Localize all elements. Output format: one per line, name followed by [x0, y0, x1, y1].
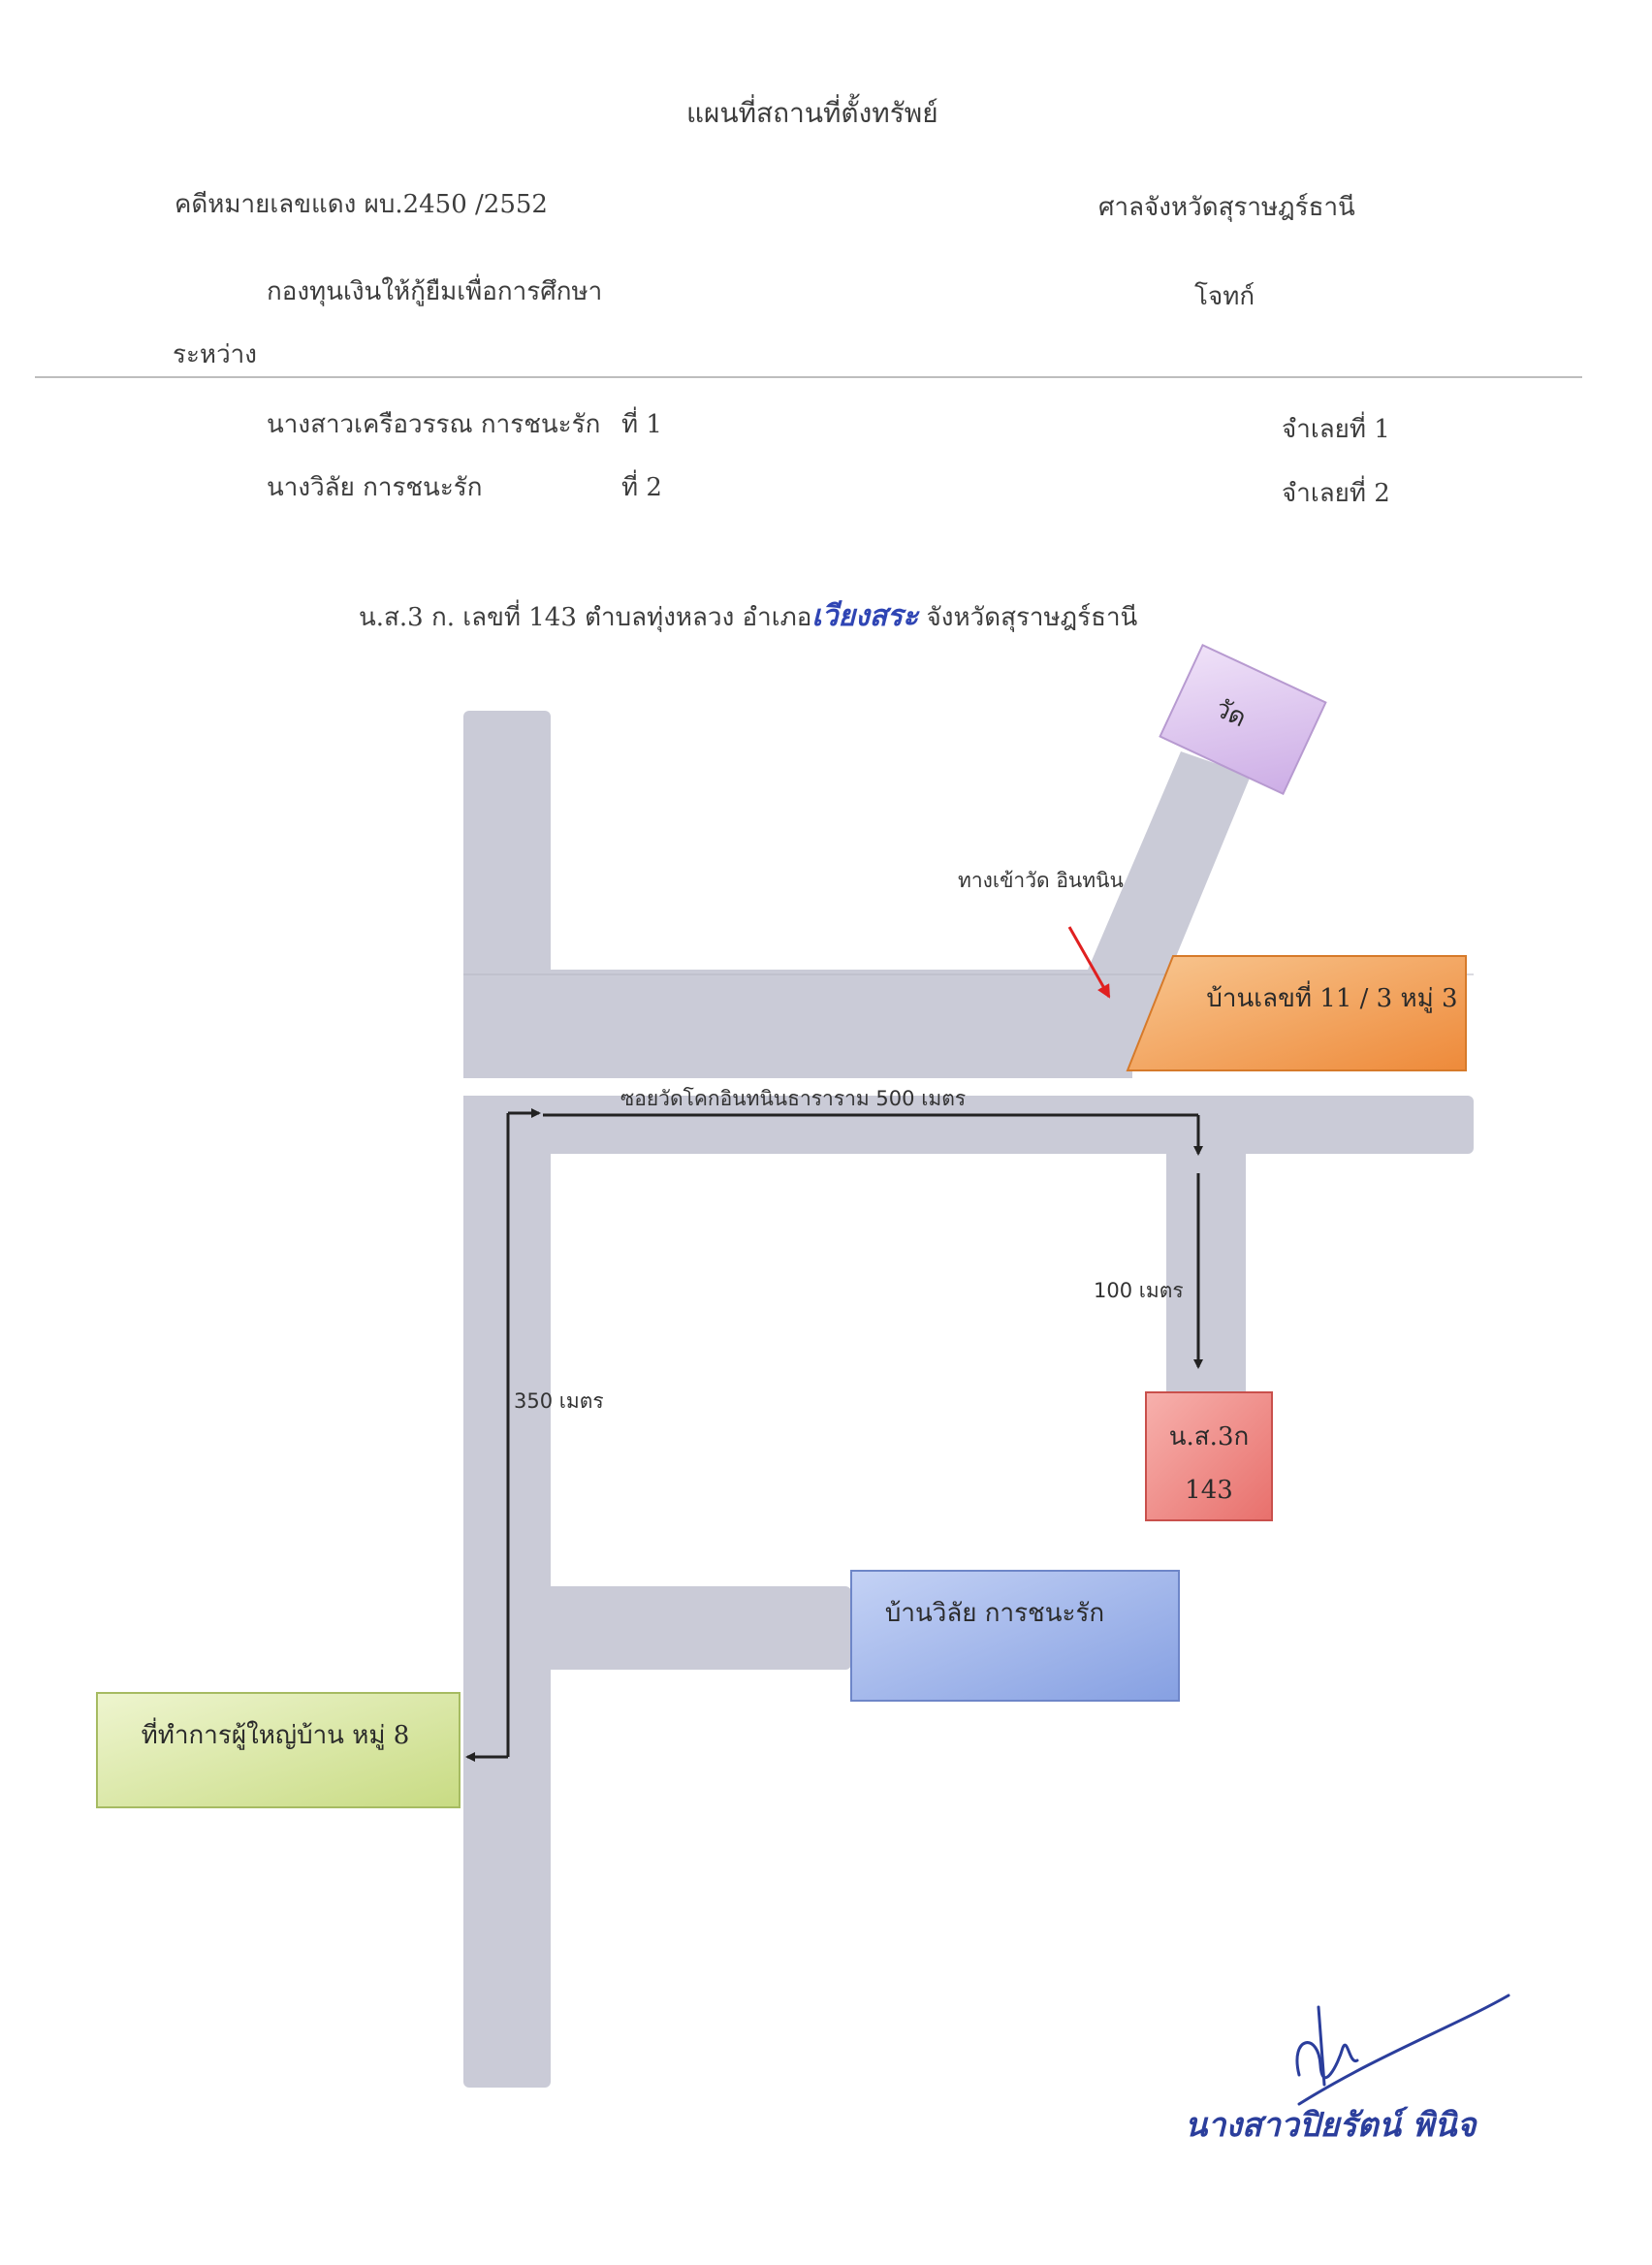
road-branch-down: [1166, 1125, 1246, 1416]
district-handwritten: เวียงสระ: [811, 599, 919, 633]
village-office-label: ที่ทำการผู้ใหญ่บ้าน หมู่ 8: [142, 1717, 410, 1750]
parcel-box: น.ส.3ก 143: [1145, 1391, 1273, 1521]
wilai-house-box: บ้านวิลัย การชนะรัก: [850, 1570, 1180, 1702]
defendant-1-role: จำเลยที่ 1: [1282, 415, 1390, 444]
location-prefix: น.ส.3 ก. เลขที่ 143 ตำบลทุ่งหลวง อำเภอ: [359, 603, 812, 632]
road-separator: [463, 1078, 1477, 1096]
defendant-1-name: นางสาวเครือวรรณ การชนะรัก: [267, 410, 601, 439]
roads: [463, 711, 1474, 2088]
parcel-line2: 143: [1185, 1476, 1233, 1505]
plaintiff-role: โจทก์: [1194, 282, 1255, 311]
signature-mark: [1295, 1994, 1510, 2106]
defendant-2-order: ที่ 2: [621, 473, 662, 502]
signature-name: นางสาวปิยรัตน์ พินิจ: [1185, 2106, 1477, 2145]
soi-label: ซอยวัดโคกอินทนินธาราราม 500 เมตร: [620, 1087, 966, 1110]
house-11-3-label: บ้านเลขที่ 11 / 3 หมู่ 3: [1206, 980, 1457, 1013]
plaintiff-name: กองทุนเงินให้กู้ยืมเพื่อการศึกษา: [267, 277, 603, 306]
divider-line: [35, 376, 1582, 378]
route-path: [465, 1108, 1203, 1762]
defendant-2-name: นางวิลัย การชนะรัก: [267, 473, 483, 502]
page-title: แผนที่สถานที่ตั้งทรัพย์: [686, 97, 938, 129]
road-upper-horizontal: [463, 970, 1132, 1081]
temple-entrance-arrow: [1067, 926, 1111, 999]
distance-350-label: 350 เมตร: [514, 1389, 604, 1413]
temple-box: วัด: [1159, 643, 1327, 796]
road-temple-diagonal: [1040, 751, 1251, 1081]
parcel-line1: น.ส.3ก: [1169, 1422, 1249, 1452]
house-11-3-box: บ้านเลขที่ 11 / 3 หมู่ 3: [1126, 955, 1467, 1071]
location-suffix: จังหวัดสุราษฎร์ธานี: [918, 603, 1138, 632]
temple-entrance-label: ทางเข้าวัด อินทนิน: [958, 869, 1124, 892]
court-name: ศาลจังหวัดสุราษฎร์ธานี: [1098, 193, 1355, 222]
between-label: ระหว่าง: [173, 340, 257, 369]
wilai-house-label: บ้านวิลัย การชนะรัก: [885, 1599, 1104, 1628]
village-office-box: ที่ทำการผู้ใหญ่บ้าน หมู่ 8: [96, 1692, 461, 1808]
road-branch-wilai: [541, 1586, 851, 1670]
case-number: คดีหมายเลขแดง ผบ.2450 /2552: [175, 190, 548, 219]
location-line: น.ส.3 ก. เลขที่ 143 ตำบลทุ่งหลวง อำเภอเว…: [359, 593, 1137, 639]
defendant-1-order: ที่ 1: [621, 410, 662, 439]
defendant-2-role: จำเลยที่ 2: [1282, 479, 1390, 508]
distance-100-label: 100 เมตร: [1094, 1279, 1184, 1302]
